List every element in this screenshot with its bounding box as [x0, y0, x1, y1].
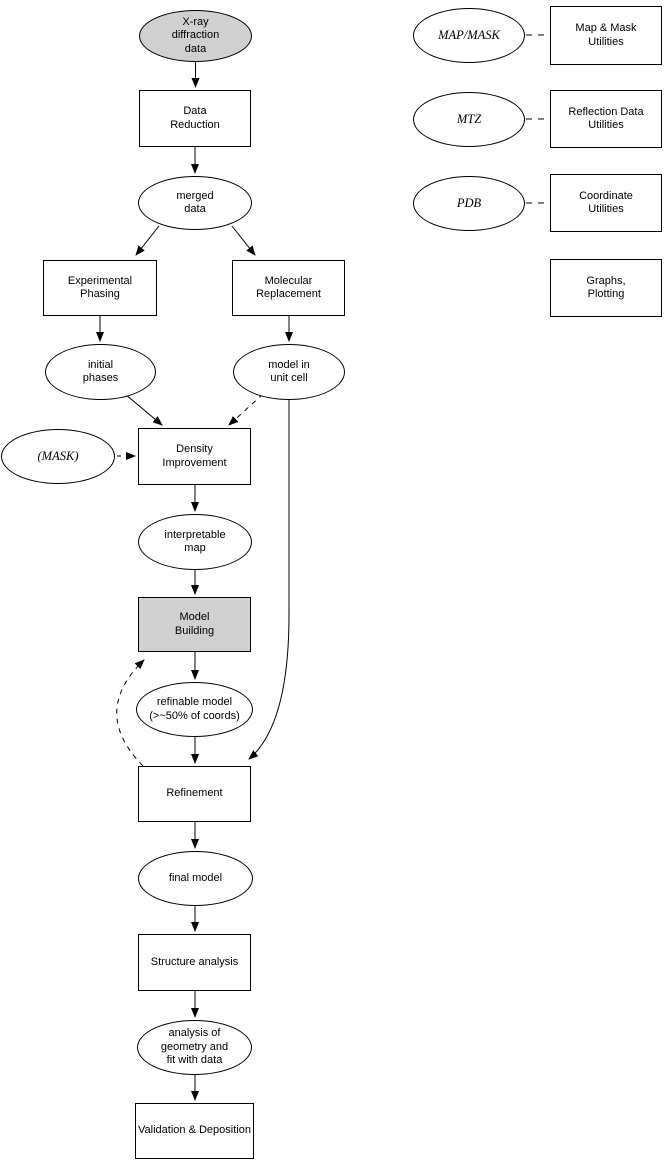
node-experimental-phasing: Experimental Phasing [43, 260, 157, 316]
node-analysis-geometry: analysis of geometry and fit with data [137, 1020, 252, 1075]
edge-merged-data-to-molecular-replacement [231, 225, 256, 256]
node-merged-data: merged data [138, 176, 252, 230]
node-model-building: Model Building [138, 597, 251, 652]
node-refinement: Refinement [138, 766, 251, 822]
legend-reflection-data-utilities-label: Reflection Data Utilities [568, 105, 644, 131]
edge-model-in-unit-cell-to-density-improvement-dashed [228, 393, 264, 426]
node-density-improvement: Density Improvement [138, 428, 251, 485]
edge-merged-data-to-experimental-phasing [135, 225, 160, 256]
edge-initial-phases-to-density-improvement [124, 393, 163, 426]
legend-map-mask-label: MAP/MASK [438, 27, 500, 42]
legend-box-graphs-plotting: Graphs, Plotting [550, 259, 662, 317]
legend-box-reflection-data-utilities: Reflection Data Utilities [550, 90, 662, 148]
legend-map-mask-utilities-label: Map & Mask Utilities [575, 22, 637, 48]
node-experimental-phasing-label: Experimental Phasing [67, 274, 133, 300]
legend-ellipse-pdb: PDB [413, 176, 525, 231]
node-final-model: final model [138, 851, 253, 906]
node-validation-deposition-label: Validation & Deposition [138, 1124, 251, 1137]
node-density-improvement-label: Density Improvement [162, 443, 227, 469]
node-interpretable-map-label: interpretable map [164, 528, 226, 554]
node-merged-data-label: merged data [176, 189, 214, 215]
edge-model-in-unit-cell-to-refinement-curve [248, 400, 290, 760]
node-refinable-model-label: refinable model (>~50% of coords) [149, 696, 240, 722]
node-molecular-replacement: Molecular Replacement [232, 260, 345, 316]
node-initial-phases-label: initial phases [82, 358, 119, 384]
node-analysis-geometry-label: analysis of geometry and fit with data [160, 1027, 229, 1067]
edge-refinement-to-model-building-feedback-dashed [116, 659, 145, 767]
node-initial-phases: initial phases [45, 344, 156, 400]
legend-pdb-label: PDB [456, 195, 482, 210]
legend-mtz-label: MTZ [456, 111, 482, 126]
legend-coordinate-utilities-label: Coordinate Utilities [579, 189, 633, 215]
node-final-model-label: final model [168, 871, 223, 884]
legend-ellipse-mtz: MTZ [413, 92, 525, 147]
legend-ellipse-map-mask: MAP/MASK [413, 8, 525, 63]
node-molecular-replacement-label: Molecular Replacement [256, 274, 321, 300]
node-model-in-unit-cell: model in unit cell [233, 344, 345, 400]
node-structure-analysis: Structure analysis [138, 934, 251, 991]
node-model-building-label: Model Building [174, 611, 215, 637]
node-refinable-model: refinable model (>~50% of coords) [136, 682, 253, 737]
node-structure-analysis-label: Structure analysis [150, 955, 239, 968]
node-xray-diffraction-data-label: X-ray diffraction data [171, 15, 220, 55]
legend-box-coordinate-utilities: Coordinate Utilities [550, 174, 662, 232]
node-interpretable-map: interpretable map [138, 514, 252, 570]
node-mask: (MASK) [1, 429, 115, 484]
node-model-in-unit-cell-label: model in unit cell [268, 358, 310, 384]
node-xray-diffraction-data: X-ray diffraction data [139, 10, 252, 62]
legend-box-map-mask-utilities: Map & Mask Utilities [550, 6, 662, 65]
node-refinement-label: Refinement [166, 787, 223, 800]
node-data-reduction-label: Data Reduction [170, 105, 220, 131]
node-validation-deposition: Validation & Deposition [135, 1103, 254, 1159]
node-data-reduction: Data Reduction [139, 90, 251, 147]
legend-graphs-plotting-label: Graphs, Plotting [586, 274, 626, 300]
node-mask-label: (MASK) [37, 448, 79, 463]
